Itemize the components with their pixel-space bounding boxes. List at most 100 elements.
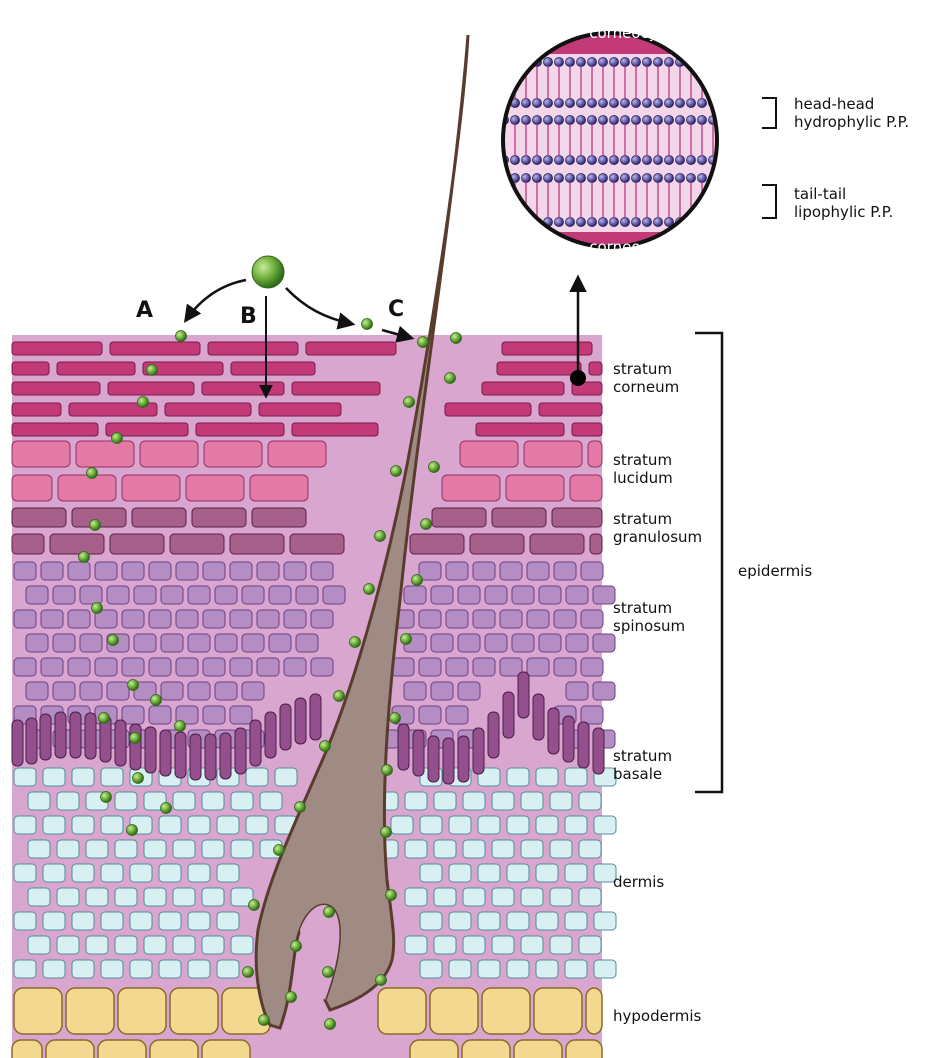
particle [334, 691, 345, 702]
dermis-cell [405, 936, 427, 954]
dermis-cell [14, 960, 36, 978]
spinosum-cell [80, 586, 102, 604]
stratum-spinosum-label: stratum spinosum [613, 599, 685, 635]
granulosum-cell [110, 534, 164, 554]
lipid-head [609, 57, 618, 66]
spinosum-cell [593, 682, 615, 700]
dermis-cell [579, 888, 601, 906]
particle [391, 466, 402, 477]
lipid-head [609, 98, 618, 107]
granulosum-cell [410, 534, 464, 554]
granulosum-cell [432, 508, 486, 527]
spinosum-cell [53, 586, 75, 604]
dermis-cell [478, 912, 500, 930]
spinosum-cell [269, 634, 291, 652]
spinosum-cell [500, 562, 522, 580]
lipid-head [609, 155, 618, 164]
particle [404, 397, 415, 408]
spinosum-cell [539, 634, 561, 652]
dermis-cell [231, 936, 253, 954]
lipid-head [565, 173, 574, 182]
lipid-head [554, 98, 563, 107]
spinosum-cell [419, 562, 441, 580]
lucidum-cell [204, 441, 262, 467]
spinosum-cell [134, 586, 156, 604]
lipid-head [609, 173, 618, 182]
dermis-cell [28, 792, 50, 810]
particle [133, 773, 144, 784]
corneocyte-cell [231, 362, 315, 375]
spinosum-cell [242, 682, 264, 700]
spinosum-cell [311, 610, 333, 628]
basale-cell [130, 724, 141, 770]
fat-cell [410, 1040, 458, 1058]
spinosum-cell [80, 682, 102, 700]
dermis-cell [72, 864, 94, 882]
dermis-cell [231, 840, 253, 858]
spinosum-cell [230, 562, 252, 580]
lipid-head [653, 98, 662, 107]
spinosum-cell [296, 586, 318, 604]
spinosum-cell [122, 706, 144, 724]
lipid-head [543, 115, 552, 124]
dermis-cell [565, 960, 587, 978]
spinosum-cell [419, 658, 441, 676]
spinosum-cell [26, 634, 48, 652]
particle [161, 803, 172, 814]
dermis-cell [594, 960, 616, 978]
spinosum-cell [53, 682, 75, 700]
basale-cell [443, 738, 454, 784]
lipid-head [510, 155, 519, 164]
dermis-cell [14, 864, 36, 882]
lucidum-cell [506, 475, 564, 501]
granulosum-cell [170, 534, 224, 554]
dermis-cell [478, 960, 500, 978]
granulosum-cell [192, 508, 246, 527]
dermis-cell [101, 768, 123, 786]
spinosum-cell [500, 610, 522, 628]
corneocyte-cell [12, 403, 61, 416]
basale-cell [250, 720, 261, 766]
dermis-cell [507, 768, 529, 786]
particle [401, 634, 412, 645]
particle [151, 695, 162, 706]
lipid-head [565, 115, 574, 124]
lipid-head [620, 155, 629, 164]
dermis-cell [391, 816, 413, 834]
spinosum-cell [107, 682, 129, 700]
basale-cell [413, 730, 424, 776]
spinosum-cell [176, 658, 198, 676]
lipid-head [587, 217, 596, 226]
dermis-cell [246, 816, 268, 834]
corneocyte-cell [12, 342, 102, 355]
lipid-head [653, 57, 662, 66]
dermis-cell [478, 816, 500, 834]
basale-cell [265, 712, 276, 758]
corneocyte-cell [589, 362, 602, 375]
lipid-head [598, 173, 607, 182]
dermis-cell [463, 840, 485, 858]
dermis-cell [275, 768, 297, 786]
spinosum-cell [149, 706, 171, 724]
dermis-cell [43, 816, 65, 834]
lipid-head [631, 98, 640, 107]
lipid-head [609, 115, 618, 124]
spinosum-cell [95, 658, 117, 676]
dermis-cell [101, 816, 123, 834]
corneocyte-cell [202, 382, 284, 395]
dermis-cell [449, 960, 471, 978]
particle [364, 584, 375, 595]
spinosum-cell [122, 610, 144, 628]
particle [90, 520, 101, 531]
particle [274, 845, 285, 856]
dermis-cell [115, 792, 137, 810]
corneocyte-cell [482, 382, 564, 395]
particle [325, 1019, 336, 1030]
fat-cell [12, 1040, 42, 1058]
lipid-head [532, 155, 541, 164]
lucidum-cell [12, 475, 52, 501]
dermis-cell [188, 864, 210, 882]
lipid-head [642, 217, 651, 226]
basale-cell [175, 732, 186, 778]
